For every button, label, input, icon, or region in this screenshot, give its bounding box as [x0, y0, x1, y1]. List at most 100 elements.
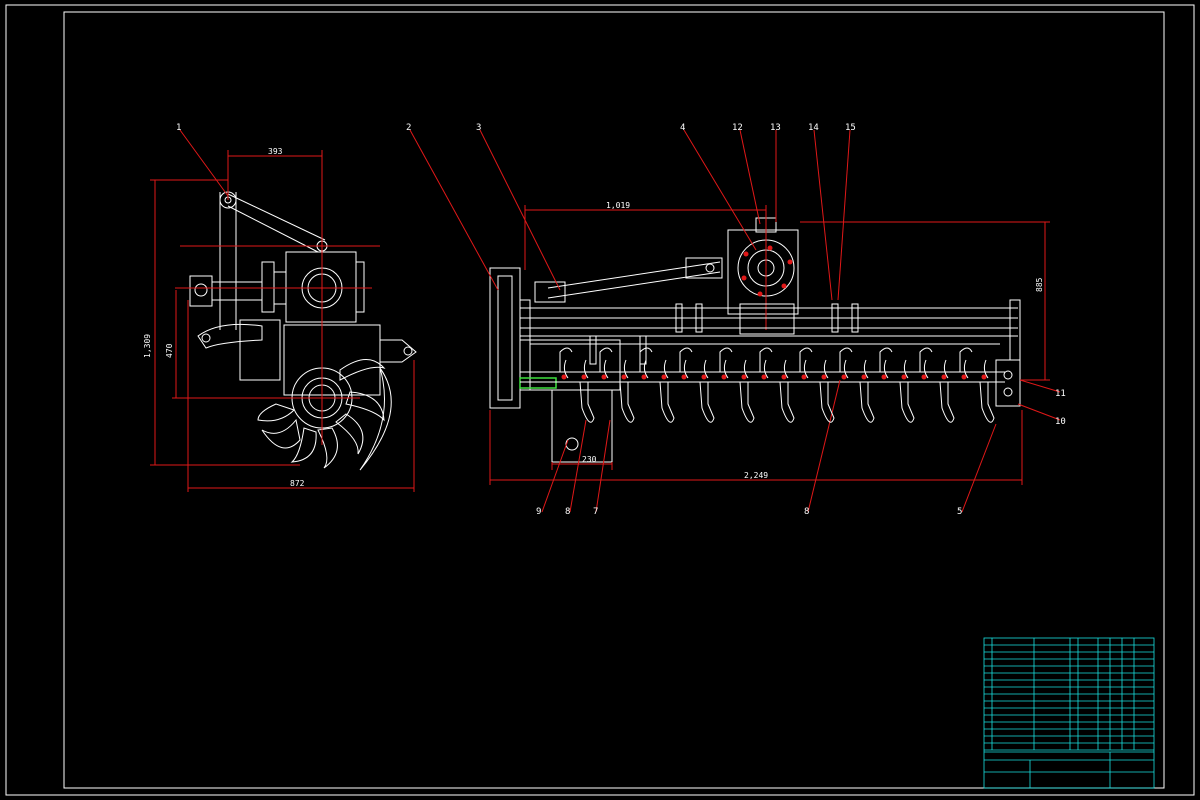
blade-up-10 [759, 347, 773, 372]
dim-side-height: 1,309 [143, 334, 152, 358]
part-label-1: 1 [176, 123, 181, 133]
front-view [409, 129, 1061, 513]
blade-low-17 [903, 359, 909, 379]
hub-bolt-11 [781, 374, 787, 380]
blade-low-7 [703, 359, 709, 379]
blade-up-6 [679, 347, 693, 372]
hub-bolt-8 [721, 374, 727, 380]
blade-up-11 [779, 381, 795, 423]
blade-low-15 [863, 359, 869, 379]
blade-low-8 [723, 359, 729, 379]
hub-bolt-14 [841, 374, 847, 380]
blade-low-11 [783, 359, 789, 379]
blade-up-19 [939, 381, 955, 423]
flange-bolt-4 [741, 275, 747, 281]
hub-bolt-16 [881, 374, 887, 380]
dim-side-bottom: 872 [290, 479, 305, 488]
blade-up-1 [579, 381, 595, 423]
dim-front-small: 230 [582, 455, 597, 464]
hub-bolt-10 [761, 374, 767, 380]
dim-side-inner: 470 [165, 343, 174, 358]
blade-low-14 [843, 359, 849, 379]
part-label-11: 11 [1055, 389, 1066, 399]
blade-up-16 [879, 347, 893, 372]
hub-bolt-7 [701, 374, 707, 380]
hub-bolt-9 [741, 374, 747, 380]
blade-up-8 [719, 347, 733, 372]
blade-up-2 [599, 347, 613, 372]
blade-low-3 [623, 359, 629, 379]
blade-low-16 [883, 359, 889, 379]
blade-up-15 [859, 381, 875, 423]
hub-bolt-0 [561, 374, 567, 380]
side-view [150, 129, 417, 492]
blade-low-4 [643, 359, 649, 379]
rail-clamp-0 [675, 303, 683, 333]
hub-bolt-13 [821, 374, 827, 380]
blade-low-5 [663, 359, 669, 379]
rail-clamp-1 [695, 303, 703, 333]
hub-bolt-4 [641, 374, 647, 380]
tiller-blades [559, 347, 995, 423]
part-label-8b: 8 [804, 507, 809, 517]
part-label-7: 7 [593, 507, 598, 517]
blade-low-19 [943, 359, 949, 379]
part-label-8a: 8 [565, 507, 570, 517]
hub-bolt-17 [901, 374, 907, 380]
hub-bolt-18 [921, 374, 927, 380]
part-label-4: 4 [680, 123, 685, 133]
blade-low-10 [763, 359, 769, 379]
blade-low-13 [823, 359, 829, 379]
dim-front-bottom: 2,249 [744, 471, 768, 480]
dim-front-right: 885 [1035, 277, 1044, 292]
blade-low-2 [603, 359, 609, 379]
hub-bolt-5 [661, 374, 667, 380]
blade-up-7 [699, 381, 715, 423]
part-label-12: 12 [732, 123, 743, 133]
flange-bolt-5 [743, 251, 749, 257]
blade-low-6 [683, 359, 689, 379]
blade-low-21 [983, 359, 989, 379]
blade-low-18 [923, 359, 929, 379]
blade-up-5 [659, 381, 675, 423]
blade-up-13 [819, 381, 835, 423]
blade-up-14 [839, 347, 853, 372]
part-label-9: 9 [536, 507, 541, 517]
part-label-14: 14 [808, 123, 819, 133]
dim-side-top: 393 [268, 147, 283, 156]
rail-clamp-4 [589, 335, 597, 365]
flange-bolt-1 [787, 259, 793, 265]
blade-up-21 [979, 381, 995, 423]
part-label-10: 10 [1055, 417, 1066, 427]
inner-frame [63, 11, 1165, 789]
rail-bolts [589, 245, 859, 365]
parts-list-table [983, 637, 1155, 789]
hub-bolt-1 [581, 374, 587, 380]
blade-low-1 [583, 359, 589, 379]
part-label-3: 3 [476, 123, 481, 133]
blade-up-3 [619, 381, 635, 423]
flange-bolt-2 [781, 283, 787, 289]
outer-frame [5, 4, 1195, 796]
rail-clamp-2 [831, 303, 839, 333]
blade-low-9 [743, 359, 749, 379]
hub-bolt-3 [621, 374, 627, 380]
part-label-5: 5 [957, 507, 962, 517]
flange-bolt-3 [757, 291, 763, 297]
hub-bolt-2 [601, 374, 607, 380]
rail-clamp-5 [639, 335, 647, 365]
hub-bolt-12 [801, 374, 807, 380]
blade-up-9 [739, 381, 755, 423]
blade-low-0 [563, 359, 569, 379]
blade-low-12 [803, 359, 809, 379]
hub-bolt-21 [981, 374, 987, 380]
blade-up-17 [899, 381, 915, 423]
blade-up-0 [559, 347, 573, 372]
blade-up-20 [959, 347, 973, 372]
part-label-2: 2 [406, 123, 411, 133]
rail-clamp-3 [851, 303, 859, 333]
blade-up-18 [919, 347, 933, 372]
flange-bolt-0 [767, 245, 773, 251]
hub-bolt-15 [861, 374, 867, 380]
